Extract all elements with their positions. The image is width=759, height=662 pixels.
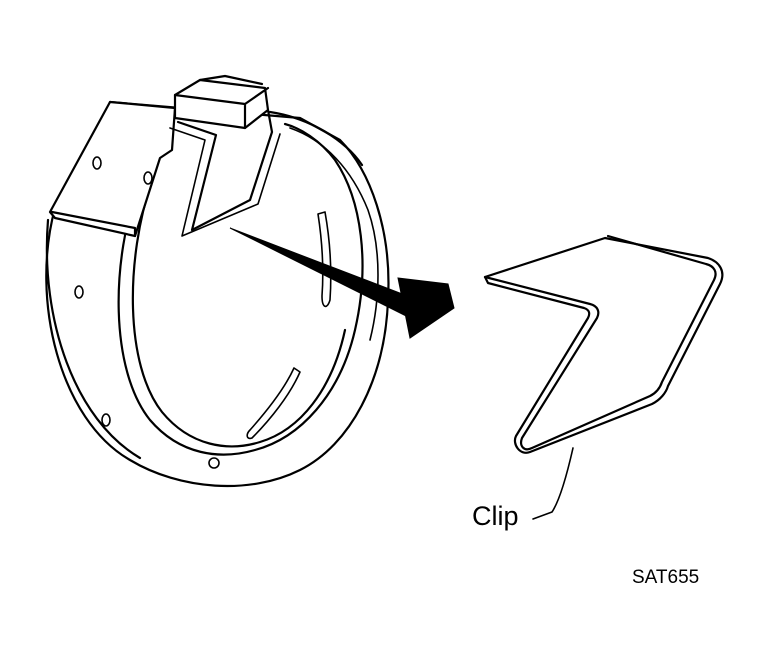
band-back-rim	[268, 110, 364, 167]
installed-clip	[176, 108, 274, 232]
band-back-rim-2	[289, 127, 379, 341]
clip-wire-outer	[483, 234, 717, 451]
figure-code: SAT655	[632, 567, 700, 588]
anchor-block-top	[198, 74, 264, 86]
anchor-block-edge	[173, 86, 270, 130]
band-bottom-edge	[45, 218, 142, 460]
band-slot	[317, 211, 332, 308]
band-hole	[74, 285, 84, 299]
arrow-head	[397, 277, 455, 339]
band-inner-edge	[117, 122, 364, 456]
band-hole	[208, 457, 220, 469]
pointer-arrow	[229, 227, 455, 339]
strut-plate-edge	[50, 210, 137, 238]
band-hole	[101, 413, 111, 427]
band-hole	[143, 171, 153, 185]
clip-leader-line	[532, 447, 574, 520]
band-hole	[92, 156, 102, 170]
anchor-block	[173, 78, 270, 130]
brake-band	[45, 74, 390, 488]
band-thickness-line	[131, 178, 347, 448]
band-slot	[246, 367, 301, 440]
installed-clip-inner	[169, 127, 281, 237]
clip-label: Clip	[472, 501, 519, 531]
clip-detail	[483, 234, 724, 520]
clip-wire-inner	[483, 236, 724, 454]
